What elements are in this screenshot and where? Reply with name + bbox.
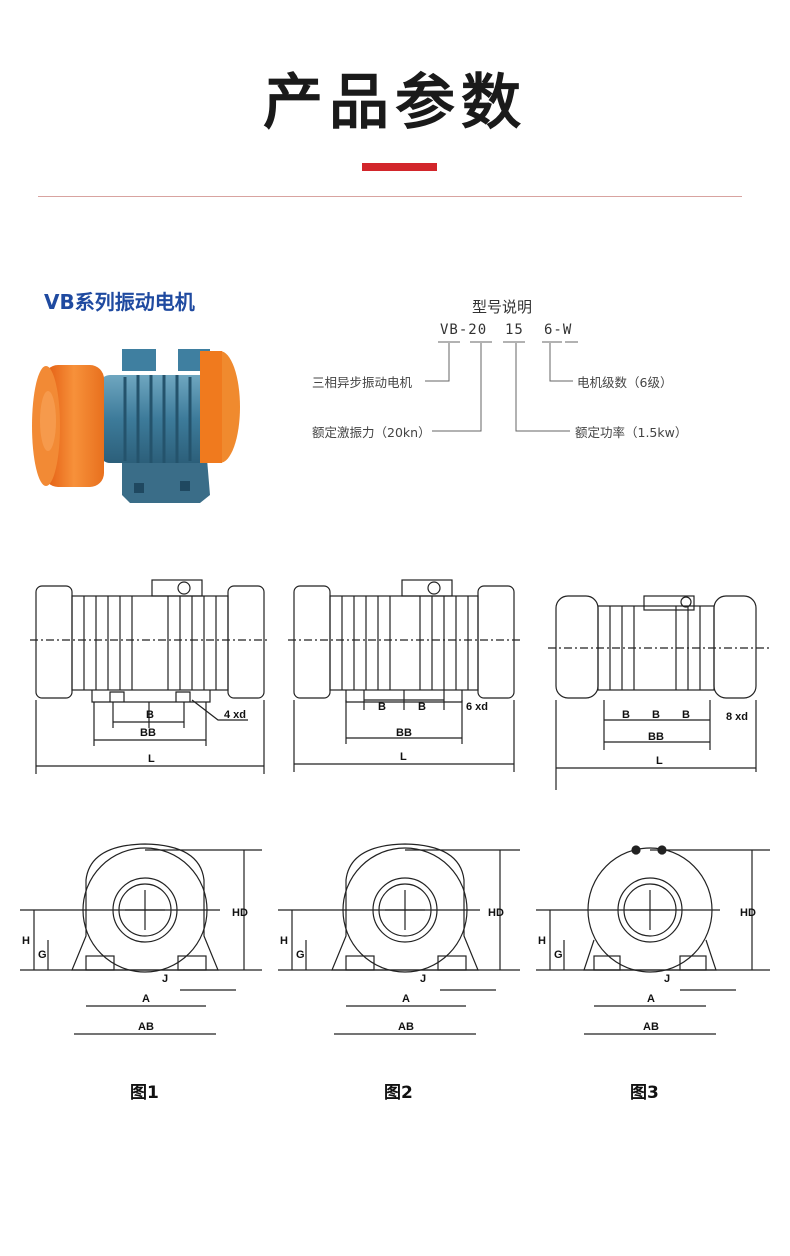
- dim-label: G: [296, 949, 305, 961]
- page-title: 产品参数: [263, 68, 527, 138]
- dim-label: H: [538, 935, 546, 947]
- dim-label: L: [148, 753, 155, 765]
- dim-label: G: [554, 949, 563, 961]
- dim-label: G: [38, 949, 47, 961]
- dim-label: A: [402, 993, 410, 1005]
- model-part-type: VB-20: [440, 322, 488, 338]
- dim-label: AB: [138, 1021, 154, 1033]
- dim-label: HD: [232, 907, 248, 919]
- dim-label: 6 xd: [466, 701, 488, 713]
- side-view-1: [30, 579, 270, 774]
- side-view-2: [288, 579, 520, 772]
- dim-label: J: [162, 973, 168, 985]
- model-spec-title: 型号说明: [472, 298, 533, 316]
- dim-label: HD: [740, 907, 756, 919]
- dim-label: H: [22, 935, 30, 947]
- dim-label: J: [664, 973, 670, 985]
- dim-label: L: [400, 751, 407, 763]
- dim-label: BB: [648, 731, 664, 743]
- dimension-drawings: B BB L 4 xd B B BB L 6 xd B B B BB L 8 x…: [20, 579, 770, 1035]
- dim-label: B: [146, 709, 154, 721]
- dim-label: A: [142, 993, 150, 1005]
- model-part-poles: 6-W: [544, 322, 573, 338]
- label-motor-poles: 电机级数（6级）: [577, 375, 673, 390]
- model-part-power: 15: [505, 322, 524, 338]
- dim-label: L: [656, 755, 663, 767]
- dim-label: BB: [396, 727, 412, 739]
- dim-label: AB: [398, 1021, 414, 1033]
- side-view-3: [548, 595, 770, 790]
- motor-photo: [32, 349, 240, 503]
- dim-label: B: [622, 709, 630, 721]
- label-motor-type: 三相异步振动电机: [312, 375, 413, 390]
- figure-3-label: 图3: [630, 1083, 659, 1103]
- dim-label: B: [652, 709, 660, 721]
- series-title: VB系列振动电机: [44, 290, 195, 314]
- dim-label: A: [647, 993, 655, 1005]
- label-excitation-force: 额定激振力（20kn）: [312, 425, 431, 440]
- figure-1-label: 图1: [130, 1083, 159, 1103]
- dim-label: H: [280, 935, 288, 947]
- dim-label: AB: [643, 1021, 659, 1033]
- end-view-2: [278, 843, 520, 1035]
- dim-label: BB: [140, 727, 156, 739]
- figure-2-label: 图2: [384, 1083, 413, 1103]
- dim-label: HD: [488, 907, 504, 919]
- dim-label: B: [378, 701, 386, 713]
- model-spec-lines: [425, 341, 578, 432]
- dim-label: B: [418, 701, 426, 713]
- dim-label: J: [420, 973, 426, 985]
- model-spec: 型号说明 VB-20 15 6-W 三相异步振动电机 额定激振力（20kn） 电…: [300, 290, 730, 470]
- dim-label: 8 xd: [726, 711, 748, 723]
- label-rated-power: 额定功率（1.5kw）: [575, 425, 688, 440]
- title-accent-bar: [362, 163, 437, 171]
- dim-label: 4 xd: [224, 709, 246, 721]
- dim-label: B: [682, 709, 690, 721]
- divider-line: [38, 196, 742, 197]
- end-view-3: [536, 845, 770, 1035]
- end-view-1: [20, 843, 262, 1035]
